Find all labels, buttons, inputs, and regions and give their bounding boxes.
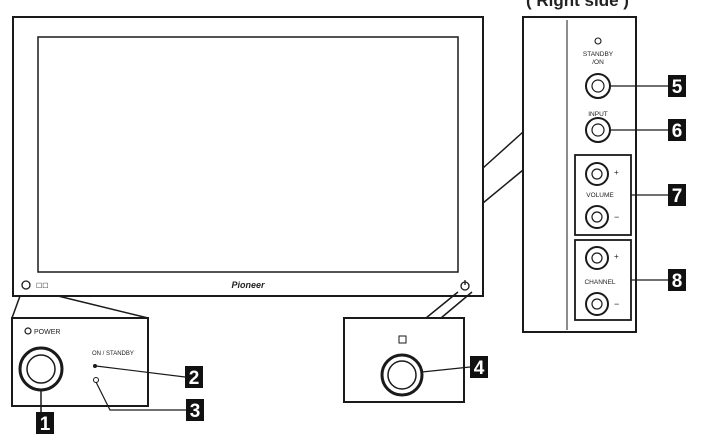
connector-line xyxy=(482,131,524,169)
connector-line xyxy=(482,169,524,204)
tv-screen xyxy=(37,36,459,273)
volume-label: VOLUME xyxy=(586,192,614,199)
channel-up-icon[interactable] xyxy=(591,252,603,264)
input-button[interactable] xyxy=(585,117,611,143)
standby-button-icon[interactable] xyxy=(387,360,417,390)
right-detail-panel xyxy=(343,317,465,403)
power-symbol-icon xyxy=(24,327,32,335)
remote-sensor-icon xyxy=(93,377,99,383)
callout-number-5: 5 xyxy=(672,77,683,98)
standby-label-1: STANDBY xyxy=(583,51,614,58)
header-title: ( Right side ) xyxy=(526,0,629,10)
connector-line xyxy=(425,291,459,319)
callout-number-4: 4 xyxy=(474,358,485,379)
on-standby-led-icon xyxy=(93,364,97,368)
tv-frame xyxy=(12,16,484,297)
volume-up-icon[interactable] xyxy=(591,168,603,180)
callout-number-2: 2 xyxy=(189,368,200,389)
callout-badge-4 xyxy=(470,356,488,378)
volume-down-icon[interactable] xyxy=(591,211,603,223)
callout-badge-3 xyxy=(186,399,204,421)
channel-label: CHANNEL xyxy=(584,279,615,286)
channel-minus: − xyxy=(614,299,619,309)
volume-plus: + xyxy=(614,168,619,177)
volume-minus: − xyxy=(614,212,619,222)
standby-symbol-icon xyxy=(398,335,407,344)
callout-number-3: 3 xyxy=(190,401,201,422)
side-panel xyxy=(522,16,637,333)
left-detail-panel xyxy=(11,317,149,407)
standby-label-2: /ON xyxy=(592,59,604,66)
connector-line xyxy=(57,295,149,319)
power-indicator-icon xyxy=(21,280,31,290)
volume-down-button[interactable] xyxy=(585,205,609,229)
volume-up-button[interactable] xyxy=(585,162,609,186)
callout-badge-6 xyxy=(668,119,686,141)
brand-logo: Pioneer xyxy=(231,280,265,290)
callout-number-8: 8 xyxy=(672,271,683,292)
callout-badge-1 xyxy=(36,412,54,434)
standby-on-button-icon[interactable] xyxy=(591,79,605,93)
input-label: INPUT xyxy=(588,111,608,118)
status-label: ON / STANDBY xyxy=(92,351,134,357)
power-label: POWER xyxy=(34,329,60,336)
standby-button-outer[interactable] xyxy=(380,353,424,397)
remote-sensor-mark: ☐☐ xyxy=(36,282,49,290)
channel-up-button[interactable] xyxy=(585,246,609,270)
connector-line xyxy=(440,291,473,319)
callout-badge-7 xyxy=(668,184,686,206)
standby-on-symbol-icon xyxy=(594,37,602,45)
standby-on-button[interactable] xyxy=(585,73,611,99)
callout-number-6: 6 xyxy=(672,121,683,142)
callout-number-1: 1 xyxy=(40,414,51,435)
power-button-icon[interactable] xyxy=(26,354,56,384)
channel-down-icon[interactable] xyxy=(591,298,603,310)
input-button-icon[interactable] xyxy=(591,123,605,137)
connector-line xyxy=(11,295,21,319)
callout-badge-8 xyxy=(668,269,686,291)
channel-plus: + xyxy=(614,252,619,261)
callout-badge-5 xyxy=(668,75,686,97)
channel-down-button[interactable] xyxy=(585,292,609,316)
callout-badge-2 xyxy=(185,366,203,388)
callout-number-7: 7 xyxy=(672,186,683,207)
